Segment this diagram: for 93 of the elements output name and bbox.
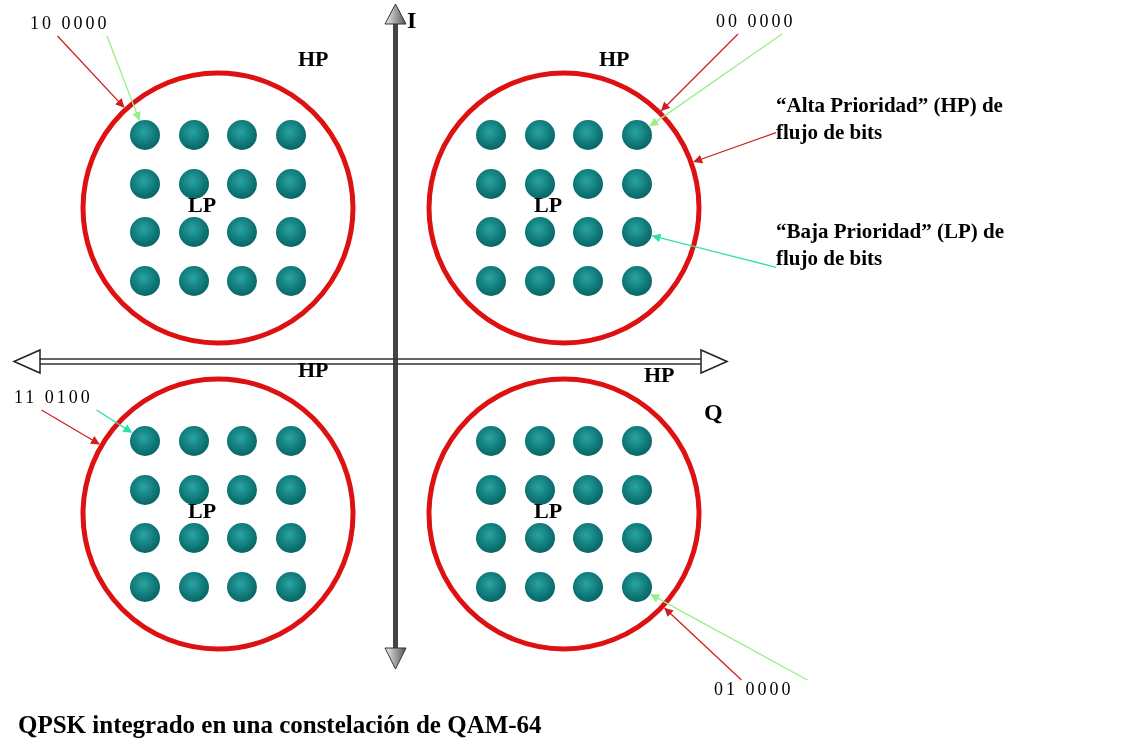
- constellation-point: [179, 266, 209, 296]
- constellation-point: [573, 266, 603, 296]
- constellation-point: [179, 120, 209, 150]
- constellation-point: [276, 266, 306, 296]
- hp-label: HP: [644, 364, 675, 386]
- arrow: [95, 409, 133, 434]
- constellation-point: [179, 475, 209, 505]
- constellation-point: [525, 169, 555, 199]
- constellation-point: [276, 120, 306, 150]
- constellation-point: [622, 572, 652, 602]
- constellation-point: [276, 169, 306, 199]
- axis-label: Q: [704, 400, 723, 424]
- bit-label: 00 0000: [716, 12, 826, 30]
- lp-label: LP: [534, 194, 563, 216]
- constellation-point: [622, 217, 652, 247]
- lp-label: LP: [188, 194, 217, 216]
- bit-label: 11 0100: [14, 388, 124, 406]
- arrow: [106, 35, 141, 121]
- constellation-point: [227, 120, 257, 150]
- constellation-point: [525, 266, 555, 296]
- constellation-point: [130, 523, 160, 553]
- constellation-point: [622, 266, 652, 296]
- constellation-point: [276, 475, 306, 505]
- constellation-point: [130, 426, 160, 456]
- constellation-ring: [426, 70, 702, 346]
- constellation-point: [227, 217, 257, 247]
- constellation-point: [622, 120, 652, 150]
- arrow: [651, 233, 777, 268]
- constellation-point: [130, 169, 160, 199]
- constellation-point: [573, 426, 603, 456]
- lp-label: LP: [188, 500, 217, 522]
- hp-label: HP: [298, 359, 329, 381]
- arrow: [664, 607, 743, 681]
- constellation-point: [227, 523, 257, 553]
- annotation-text: “Baja Prioridad” (LP) de flujo de bits: [776, 218, 1016, 273]
- constellation-point: [573, 572, 603, 602]
- constellation-point: [476, 266, 506, 296]
- arrow: [56, 35, 125, 108]
- arrow: [660, 33, 739, 112]
- constellation-point: [179, 217, 209, 247]
- axis-label: I: [407, 8, 417, 32]
- constellation-point: [227, 475, 257, 505]
- constellation-point: [276, 217, 306, 247]
- constellation-point: [276, 572, 306, 602]
- constellation-point: [130, 266, 160, 296]
- constellation-point: [179, 426, 209, 456]
- constellation-point: [573, 169, 603, 199]
- constellation-point: [622, 426, 652, 456]
- constellation-ring: [80, 70, 356, 346]
- constellation-point: [573, 523, 603, 553]
- bit-label: 01 0000: [714, 680, 824, 698]
- constellation-point: [622, 523, 652, 553]
- constellation-point: [276, 426, 306, 456]
- constellation-point: [525, 120, 555, 150]
- hp-label: HP: [298, 48, 329, 70]
- constellation-point: [573, 475, 603, 505]
- constellation-point: [130, 217, 160, 247]
- constellation-point: [179, 523, 209, 553]
- constellation-point: [276, 523, 306, 553]
- constellation-point: [179, 169, 209, 199]
- constellation-point: [476, 426, 506, 456]
- constellation-point: [476, 572, 506, 602]
- constellation-point: [130, 120, 160, 150]
- constellation-point: [476, 475, 506, 505]
- constellation-point: [525, 475, 555, 505]
- caption: QPSK integrado en una constelación de QAM-64: [18, 712, 542, 737]
- constellation-point: [227, 572, 257, 602]
- annotation-text: “Alta Prioridad” (HP) de flujo de bits: [776, 92, 1016, 147]
- constellation-point: [227, 266, 257, 296]
- lp-label: LP: [534, 500, 563, 522]
- constellation-point: [227, 426, 257, 456]
- arrow: [40, 409, 100, 445]
- constellation-point: [179, 572, 209, 602]
- constellation-point: [476, 217, 506, 247]
- constellation-point: [130, 475, 160, 505]
- constellation-point: [525, 572, 555, 602]
- constellation-point: [227, 169, 257, 199]
- hp-label: HP: [599, 48, 630, 70]
- arrow: [649, 33, 783, 127]
- constellation-point: [525, 426, 555, 456]
- constellation-point: [476, 169, 506, 199]
- constellation-point: [622, 475, 652, 505]
- constellation-point: [525, 217, 555, 247]
- constellation-point: [573, 120, 603, 150]
- constellation-point: [525, 523, 555, 553]
- constellation-point: [573, 217, 603, 247]
- arrow: [693, 131, 777, 164]
- constellation-point: [476, 523, 506, 553]
- arrow: [650, 594, 809, 681]
- constellation-point: [130, 572, 160, 602]
- constellation-point: [476, 120, 506, 150]
- constellation-point: [622, 169, 652, 199]
- bit-label: 10 0000: [30, 14, 140, 32]
